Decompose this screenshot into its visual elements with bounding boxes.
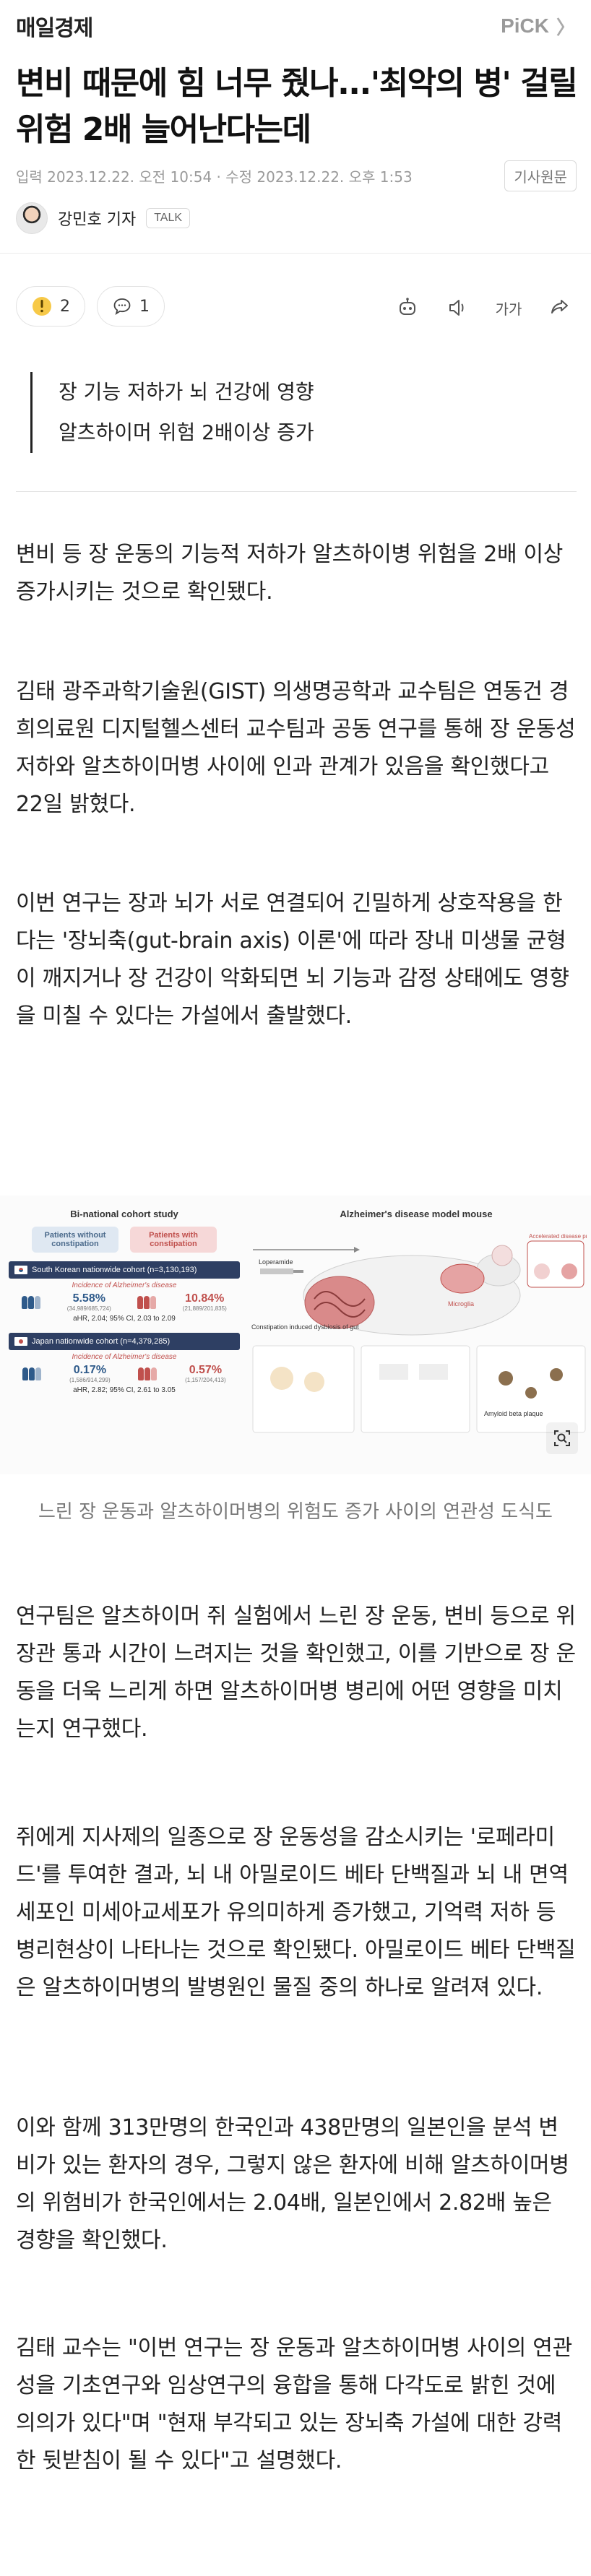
zoom-icon — [554, 1430, 570, 1446]
figure-label: Constipation induced dysbiosis of gut — [251, 1323, 359, 1331]
korea-incidence-label: Incidence of Alzheimer's disease — [72, 1281, 177, 1289]
japan-incidence-label: Incidence of Alzheimer's disease — [72, 1353, 177, 1361]
korea-hazard-ratio: aHR, 2.04; 95% CI, 2.03 to 2.09 — [73, 1315, 176, 1323]
divider — [0, 253, 591, 254]
figure-note: Accelerated disease progression of Alzhe… — [529, 1233, 587, 1240]
article-paragraph: 연구팀은 알츠하이머 쥐 실험에서 느린 장 운동, 변비 등으로 위장관 통과… — [16, 1604, 576, 1742]
comment-count: 1 — [139, 297, 150, 316]
korea-count-no-constipation: (34,989/685,724) — [66, 1305, 111, 1312]
listen-button[interactable] — [445, 295, 471, 321]
japan-flag-icon — [14, 1337, 27, 1346]
japan-rate-constipation: 0.57% — [189, 1364, 223, 1376]
cohort-study-panel: Bi-national cohort study Patients withou… — [9, 1209, 240, 1463]
reporter-avatar[interactable] — [16, 202, 48, 234]
person-icons — [22, 1367, 42, 1380]
article-figure[interactable]: Bi-national cohort study Patients withou… — [0, 1196, 591, 1474]
figure-label: Microglia — [448, 1300, 474, 1308]
divider — [16, 491, 577, 492]
japan-rate-no-constipation: 0.17% — [73, 1364, 107, 1376]
korea-count-constipation: (21,889/201,835) — [182, 1305, 227, 1312]
cohort-study-title: Bi-national cohort study — [70, 1209, 178, 1219]
figure-caption: 느린 장 운동과 알츠하이머병의 위험도 증가 사이의 연관성 도식도 — [38, 1501, 553, 1523]
korea-rate-constipation: 10.84% — [185, 1292, 225, 1305]
article-paragraph: 김태 교수는 "이번 연구는 장 운동과 알츠하이머병 사이의 연관성을 기초연… — [16, 2335, 572, 2473]
korea-cohort-bar: South Korean nationwide cohort (n=3,130,… — [9, 1261, 240, 1279]
japan-cohort-label: Japan nationwide cohort (n=4,379,285) — [32, 1337, 171, 1346]
article-summary: 장 기능 저하가 뇌 건강에 영향 알츠하이머 위험 2배이상 증가 — [30, 372, 565, 453]
japan-cohort-bar: Japan nationwide cohort (n=4,379,285) — [9, 1333, 240, 1350]
figure-label: Loperamide — [259, 1258, 293, 1266]
emoji-reaction-icon — [33, 297, 51, 316]
japan-count-no-constipation: (1,586/914,299) — [69, 1377, 111, 1383]
comment-icon — [113, 298, 131, 316]
article-meta: 입력 2023.12.22. 오전 10:54 · 수정 2023.12.22.… — [16, 160, 577, 191]
reaction-bar: 2 1 — [16, 286, 165, 327]
japan-hazard-ratio: aHR, 2.82; 95% CI, 2.61 to 3.05 — [73, 1386, 176, 1394]
person-icons — [138, 1367, 158, 1380]
ai-bot-button[interactable] — [394, 295, 420, 321]
summary-line: 알츠하이머 위험 2배이상 증가 — [59, 420, 314, 444]
article-tools: 가가 — [394, 295, 572, 321]
reporter-name[interactable]: 강민호 기자 — [58, 211, 137, 229]
font-size-button[interactable]: 가가 — [496, 295, 522, 321]
robot-icon — [400, 298, 415, 315]
comment-button[interactable]: 1 — [97, 286, 165, 327]
top-bar: 매일경제 PiCK 〉 — [0, 0, 591, 52]
article-timestamp: 입력 2023.12.22. 오전 10:54 · 수정 2023.12.22.… — [16, 168, 413, 186]
figure-label: Amyloid beta plaque — [484, 1410, 543, 1417]
share-button[interactable] — [546, 295, 572, 321]
brand-logo[interactable]: 매일경제 — [16, 16, 93, 41]
article-title: 변비 때문에 힘 너무 줬나...'최악의 병' 걸릴 위험 2배 늘어난다는데 — [16, 65, 578, 148]
constipation-box: Patients with constipation — [130, 1227, 217, 1253]
korea-cohort-label: South Korean nationwide cohort (n=3,130,… — [32, 1266, 197, 1274]
pick-button[interactable]: PiCK 〉 — [501, 13, 575, 40]
no-constipation-box: Patients without constipation — [32, 1227, 118, 1253]
person-icons — [22, 1295, 41, 1309]
article-paragraph: 변비 등 장 운동의 기능적 저하가 알츠하이병 위험을 2배 이상 증가시키는… — [16, 542, 564, 605]
chevron-right-icon: 〉 — [556, 16, 575, 38]
korea-rate-no-constipation: 5.58% — [72, 1292, 105, 1305]
speaker-icon — [449, 300, 464, 316]
article-paragraph: 이번 연구는 장과 뇌가 서로 연결되어 긴밀하게 상호작용을 한다는 '장뇌축… — [16, 891, 569, 1029]
mouse-model-illustration: Constipation induced dysbiosis of gut Lo… — [251, 1233, 591, 1433]
reporter-info: 강민호 기자 TALK — [16, 202, 191, 234]
talk-button[interactable]: TALK — [146, 208, 191, 228]
article-paragraph: 이와 함께 313만명의 한국인과 438만명의 일본인을 분석 변비가 있는 … — [16, 2115, 569, 2253]
mouse-model-panel: Alzheimer's disease model mouse — [246, 1209, 591, 1463]
pick-label: PiCK — [501, 14, 549, 37]
mouse-model-title: Alzheimer's disease model mouse — [340, 1209, 493, 1219]
korea-flag-icon — [14, 1266, 27, 1274]
article-paragraph: 쥐에게 지사제의 일종으로 장 운동성을 감소시키는 '로페라미드'를 투여한 … — [16, 1825, 576, 2000]
font-size-label: 가가 — [495, 300, 522, 318]
person-icons — [137, 1295, 157, 1309]
image-zoom-button[interactable] — [546, 1422, 578, 1454]
summary-line: 장 기능 저하가 뇌 건강에 영향 — [59, 380, 314, 404]
original-article-button[interactable]: 기사원문 — [504, 160, 577, 191]
share-icon — [551, 300, 568, 314]
article-paragraph: 김태 광주과학기술원(GIST) 의생명공학과 교수팀은 연동건 경희의료원 디… — [16, 679, 576, 817]
japan-count-constipation: (1,157/204,413) — [185, 1377, 226, 1383]
reaction-count: 2 — [60, 297, 70, 316]
reaction-button[interactable]: 2 — [16, 286, 85, 327]
